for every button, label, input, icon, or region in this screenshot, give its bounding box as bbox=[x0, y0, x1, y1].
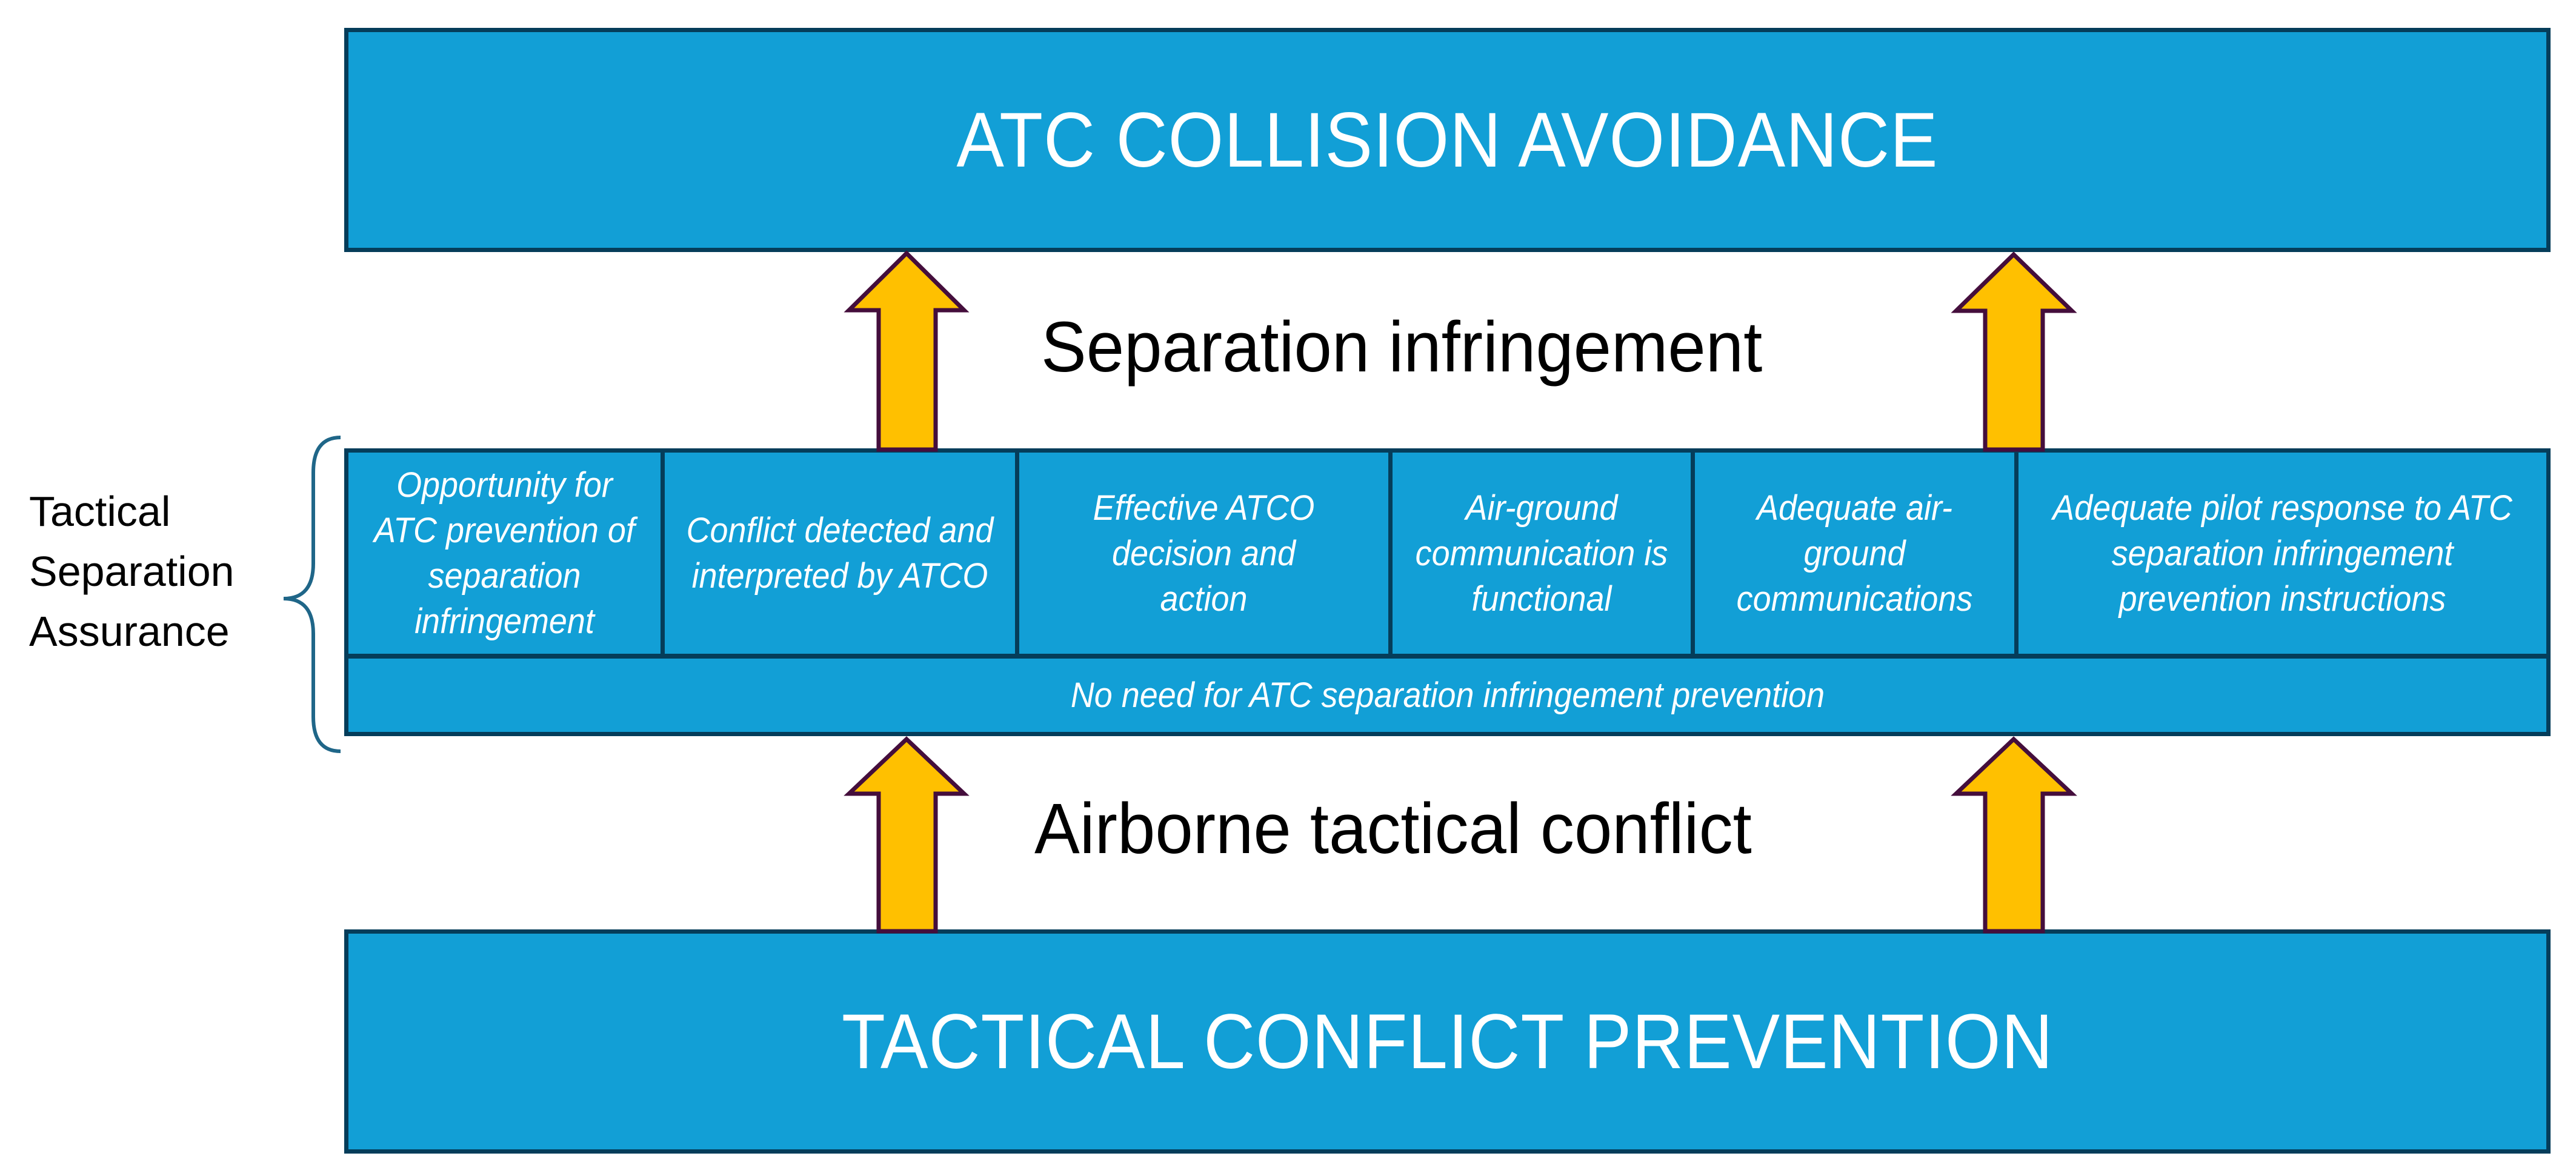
cell-divider bbox=[1388, 453, 1393, 654]
airborne-tactical-conflict-label: Airborne tactical conflict bbox=[1034, 789, 1752, 869]
tactical-conflict-prevention-title: TACTICAL CONFLICT PREVENTION bbox=[841, 998, 2054, 1085]
barrier-cell: Adequate pilot response to ATC separatio… bbox=[2052, 488, 2512, 619]
no-need-bypass-row: No need for ATC separation infringement … bbox=[1070, 676, 1825, 715]
tactical-separation-assurance-label: Tactical Separation Assurance bbox=[29, 482, 235, 662]
curly-brace-icon bbox=[283, 436, 341, 753]
tactical-separation-assurance-block: Opportunity for ATC prevention of separa… bbox=[344, 448, 2551, 736]
barrier-cell: Effective ATCO decision and action bbox=[1093, 488, 1315, 619]
up-arrow-icon bbox=[844, 250, 970, 452]
atc-collision-avoidance-box: ATC COLLISION AVOIDANCE bbox=[344, 28, 2551, 252]
atc-collision-avoidance-title: ATC COLLISION AVOIDANCE bbox=[956, 96, 1939, 184]
side-label-line: Separation bbox=[29, 548, 235, 595]
up-arrow-icon bbox=[1951, 736, 2077, 934]
barrier-cell: Air-ground communication is functional bbox=[1415, 488, 1668, 619]
up-arrow-icon bbox=[844, 736, 970, 934]
tactical-conflict-prevention-box: TACTICAL CONFLICT PREVENTION bbox=[344, 929, 2551, 1154]
separation-infringement-label: Separation infringement bbox=[1041, 307, 1763, 387]
up-arrow-icon bbox=[1951, 251, 2077, 452]
cell-divider bbox=[2014, 453, 2019, 654]
side-label-line: Tactical bbox=[29, 488, 171, 535]
barrier-cell: Conflict detected and interpreted by ATC… bbox=[686, 511, 994, 596]
side-label-line: Assurance bbox=[29, 608, 230, 655]
cell-divider bbox=[1691, 453, 1695, 654]
cell-divider bbox=[1015, 453, 1019, 654]
row-divider bbox=[348, 654, 2546, 659]
barrier-cell: Adequate air-ground communications bbox=[1736, 488, 1973, 619]
barrier-cell: Opportunity for ATC prevention of separa… bbox=[374, 465, 635, 641]
cell-divider bbox=[661, 453, 665, 654]
